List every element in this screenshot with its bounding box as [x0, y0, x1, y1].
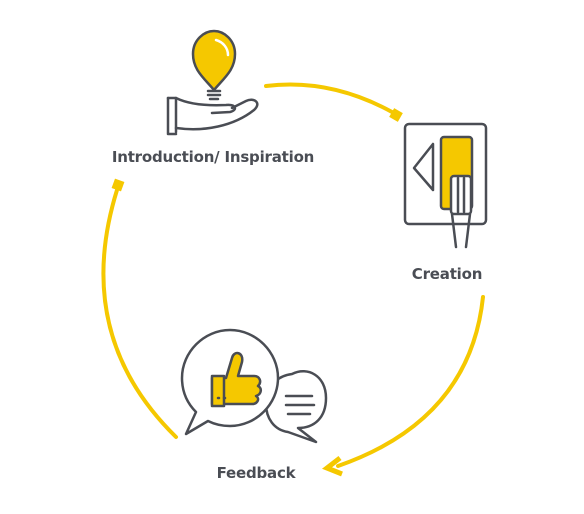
arrow-intro-to-creation: [264, 82, 394, 114]
arrow-creation-to-feedback: [336, 295, 485, 468]
stage-label-introduction: Introduction/ Inspiration: [111, 148, 315, 166]
thumbs-up-chat-icon: [180, 328, 328, 444]
arrow-head-feedback-to-intro: [111, 178, 125, 192]
arrow-feedback-to-intro: [101, 188, 178, 439]
arrow-head-intro-to-creation: [389, 108, 403, 122]
stage-label-feedback: Feedback: [216, 464, 296, 482]
lightbulb-hand-icon: [166, 29, 259, 136]
arrow-head-creation-to-feedback: [321, 456, 343, 477]
stage-label-creation: Creation: [411, 265, 483, 283]
canvas-brush-icon: [403, 122, 488, 249]
